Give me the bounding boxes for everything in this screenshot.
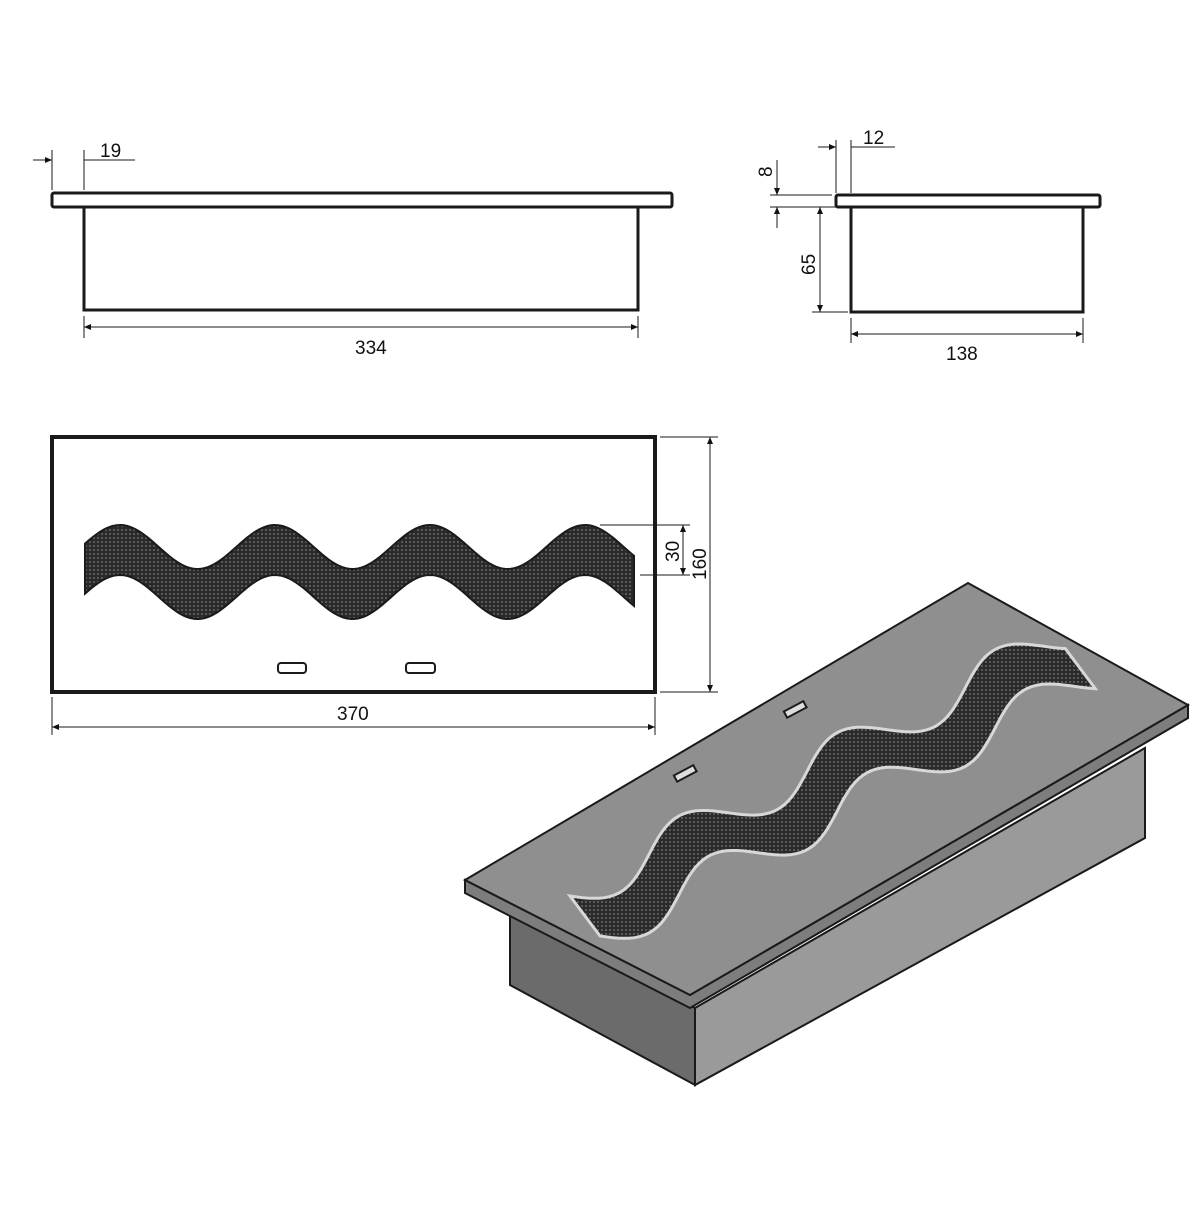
side-top-plate (834, 193, 1102, 209)
top-length-label: 370 (337, 704, 369, 725)
wave-cable-slot (84, 523, 635, 620)
front-top-plate (50, 191, 674, 209)
iso-wave-slot (566, 642, 1099, 940)
side-width-label: 138 (946, 344, 978, 365)
iso-slot-2 (782, 699, 808, 720)
iso-slot-1 (672, 763, 698, 784)
side-depth-label: 65 (799, 254, 820, 275)
side-box (849, 205, 1085, 314)
front-overhang-label: 19 (100, 141, 121, 162)
front-view (33, 150, 674, 338)
side-view (770, 140, 1102, 343)
isometric-view (462, 581, 1191, 1087)
slot-right (405, 662, 436, 674)
front-box (82, 205, 640, 312)
top-slot-width-label: 30 (663, 541, 684, 562)
iso-front-face (694, 746, 1146, 1087)
top-view (50, 435, 718, 735)
side-thickness-label: 8 (756, 166, 777, 177)
slot-left (277, 662, 307, 674)
side-overhang-label: 12 (863, 128, 884, 149)
front-length-label: 334 (355, 338, 387, 359)
top-width-label: 160 (690, 548, 711, 580)
